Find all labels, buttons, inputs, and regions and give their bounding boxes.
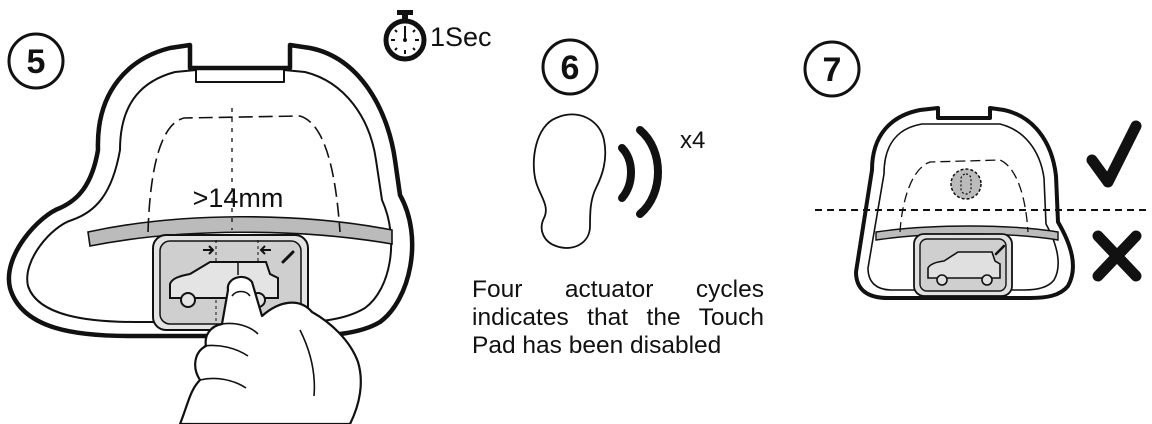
checkmark-icon <box>1086 120 1142 188</box>
step-5-number: 5 <box>27 43 46 81</box>
sound-waves-icon <box>618 126 662 218</box>
step-6: 6 x4 <box>532 38 705 249</box>
step-6-badge <box>541 38 599 96</box>
stopwatch-icon <box>383 10 427 62</box>
distance-label: >14mm <box>193 183 284 213</box>
timer-label: 1Sec <box>430 22 492 52</box>
handle-housing-small <box>854 106 1075 300</box>
handle-housing-outer <box>6 42 415 339</box>
hand-icon <box>178 275 362 424</box>
step-7-badge <box>803 40 861 98</box>
ear-icon <box>532 113 607 249</box>
step-7: 7 <box>803 40 1146 300</box>
step-5-badge <box>7 32 65 90</box>
finger-sensor-icon <box>950 168 982 200</box>
step-7-number: 7 <box>823 51 842 89</box>
step-6-description: Four actuator cycles indicates that the … <box>472 276 764 359</box>
repeat-count: x4 <box>680 127 705 154</box>
touch-pad-small <box>913 233 1013 297</box>
step-5: 5 1Sec >14mm <box>6 10 492 424</box>
step-6-number: 6 <box>561 49 580 87</box>
cross-icon <box>1092 230 1142 282</box>
